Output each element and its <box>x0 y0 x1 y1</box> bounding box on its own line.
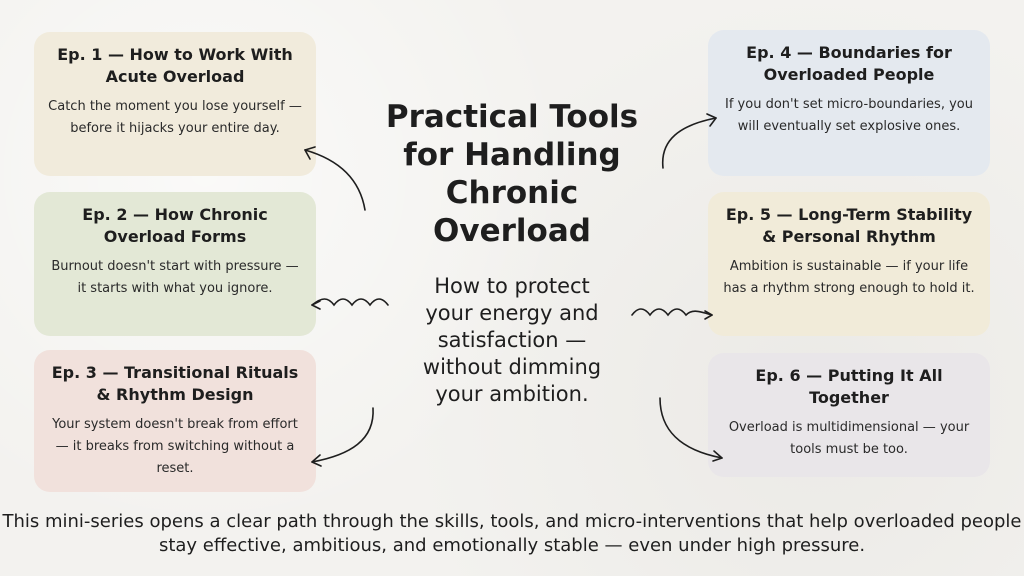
squiggle-arrow-icon <box>311 298 389 310</box>
footer-description: This mini-series opens a clear path thro… <box>2 511 1022 556</box>
episode-description: Your system doesn't break from effort — … <box>52 417 298 476</box>
episode-card-4: Ep. 4 — Boundaries for Overloaded People… <box>708 30 990 176</box>
episode-title: Ep. 2 — How Chronic Overload Forms <box>82 205 268 246</box>
episode-description: Overload is multidimensional — your tool… <box>728 420 970 457</box>
episode-card-1: Ep. 1 — How to Work With Acute Overload … <box>34 32 316 176</box>
arrow-icon <box>661 113 717 169</box>
arrow-icon <box>304 146 366 211</box>
episode-description: Burnout doesn't start with pressure — it… <box>51 259 299 296</box>
arrow-icon <box>659 397 723 462</box>
episode-title: Ep. 6 — Putting It All Together <box>755 366 943 407</box>
episode-card-6: Ep. 6 — Putting It All Together Overload… <box>708 353 990 477</box>
episode-card-3: Ep. 3 — Transitional Rituals & Rhythm De… <box>34 350 316 492</box>
episode-title: Ep. 1 — How to Work With Acute Overload <box>57 45 293 86</box>
subtitle: How to protect your energy and satisfact… <box>422 274 602 406</box>
episode-description: If you don't set micro-boundaries, you w… <box>725 97 973 134</box>
episode-title: Ep. 3 — Transitional Rituals & Rhythm De… <box>51 363 299 404</box>
episode-card-5: Ep. 5 — Long-Term Stability & Personal R… <box>708 192 990 336</box>
episode-title: Ep. 5 — Long-Term Stability & Personal R… <box>725 205 973 246</box>
episode-description: Catch the moment you lose yourself — bef… <box>48 99 302 136</box>
episode-title: Ep. 4 — Boundaries for Overloaded People <box>746 43 952 84</box>
episode-description: Ambition is sustainable — if your life h… <box>723 259 975 296</box>
main-title: Practical Tools for Handling Chronic Ove… <box>385 99 639 249</box>
squiggle-arrow-icon <box>631 308 713 320</box>
episode-card-2: Ep. 2 — How Chronic Overload Forms Burno… <box>34 192 316 336</box>
arrow-icon <box>311 407 374 467</box>
